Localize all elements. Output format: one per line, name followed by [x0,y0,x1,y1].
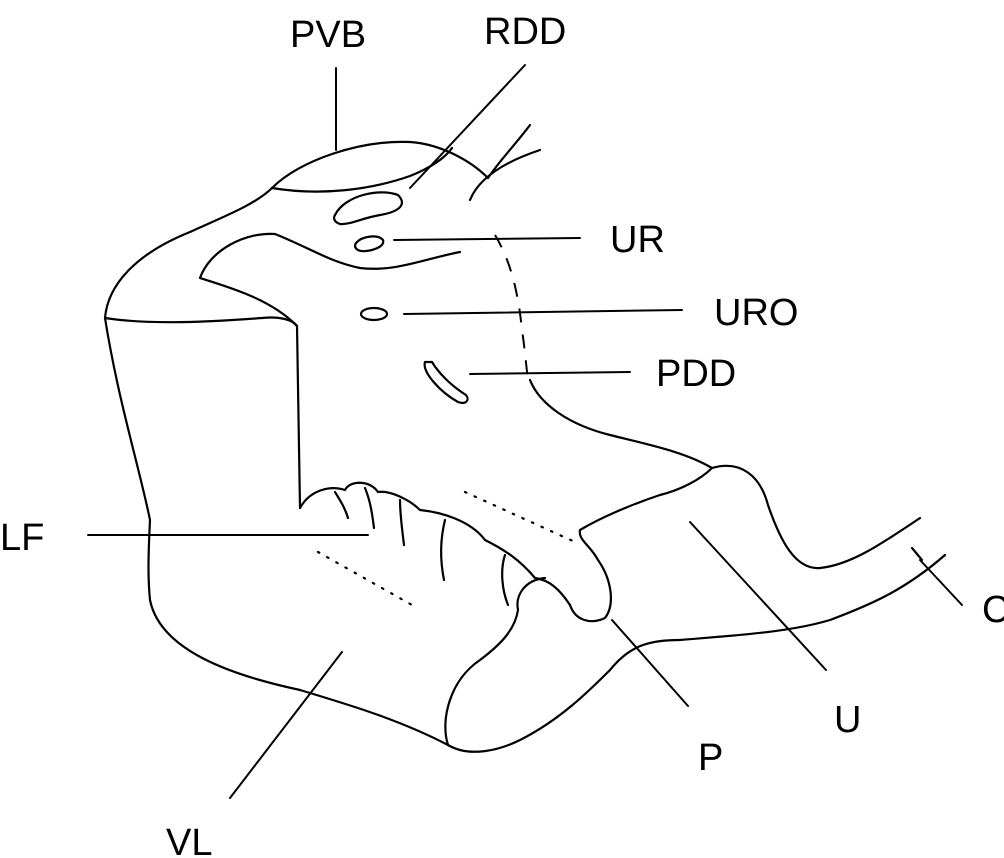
label-ur: UR [610,219,665,261]
ventral-lobe-bottom [300,690,448,745]
rdd-leader [410,65,525,188]
label-rdd: RDD [484,11,566,53]
front-lobe [445,578,545,745]
label-u: U [834,699,861,741]
p-notch [570,468,712,621]
ur-leader [394,238,580,240]
u-region-top [712,466,920,568]
label-pvb: PVB [290,14,366,56]
uro-opening [361,308,387,320]
c-leader [920,560,962,605]
label-c: C [982,589,1004,631]
label-vl: VL [166,822,212,858]
column-left-edge [105,318,300,690]
dashed-boundary [495,235,528,380]
dorsal-cap-base [272,148,452,192]
structure-outlines [105,125,945,752]
fold-groove-1 [335,492,348,518]
labels: PVB RDD UR URO PDD LF C U P VL [0,11,1004,858]
pdd-leader [470,372,630,374]
upper-outer-surface [105,188,272,318]
inner-loop [200,234,460,326]
right-upper-flow [470,125,540,200]
label-p: P [698,737,723,779]
label-pdd: PDD [656,353,736,395]
ur-opening [355,236,383,251]
dorsal-cap-outline [272,142,488,188]
uro-leader [404,310,682,314]
u-leader [690,522,826,670]
pdd-opening [425,362,468,403]
label-uro: URO [714,292,798,334]
c-tick [912,548,922,560]
fold-groove-2 [365,488,374,528]
dotted-line-lower [318,552,412,605]
fold-groove-4 [441,520,445,580]
vl-leader [230,652,342,798]
fold-groove-3 [400,500,404,545]
rdd-opening [334,192,402,224]
p-leader [612,620,688,706]
column-top-edge [105,317,297,326]
fold-groove-5 [502,555,508,605]
label-lf: LF [0,517,44,559]
openings [334,192,468,403]
leader-lines [88,65,962,798]
column-right-edge [297,326,300,508]
